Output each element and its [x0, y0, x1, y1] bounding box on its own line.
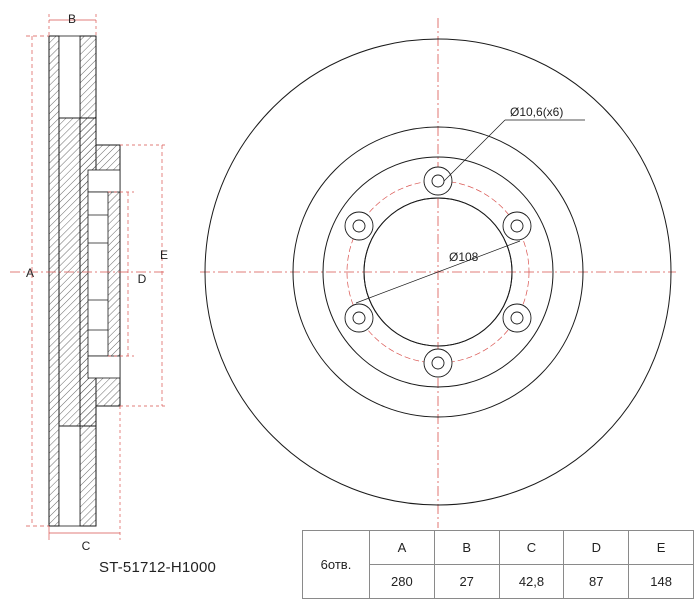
pcd-label: Ø108 — [449, 250, 479, 264]
hub-bore — [87, 191, 109, 357]
spec-value-b: 27 — [433, 564, 500, 599]
spec-header-a: A — [369, 530, 435, 565]
front-view: Ø10,6(x6) Ø108 — [200, 18, 676, 528]
spec-value-a: 280 — [369, 564, 435, 599]
dim-d-label: D — [138, 272, 147, 286]
dim-e-label: E — [160, 248, 168, 262]
dim-b-label: B — [68, 12, 76, 26]
bolt-hole-1 — [423, 166, 453, 196]
hub-step-top — [87, 169, 121, 193]
vent-channel-bottom — [58, 425, 81, 527]
section-view: B C A D E — [10, 12, 168, 553]
specs-table: 6отв. A B C D E 280 27 42,8 87 148 — [302, 530, 694, 599]
specs-header-row: 6отв. A B C D E — [302, 530, 694, 599]
bolt-hole-4 — [423, 348, 453, 378]
part-number: ST-51712-H1000 — [99, 559, 217, 576]
spec-header-c: C — [498, 530, 565, 565]
dim-c-label: C — [82, 539, 91, 553]
spec-value-e: 148 — [628, 564, 694, 599]
outer-friction-face — [48, 35, 60, 527]
hole-leader — [443, 119, 506, 182]
dim-a-label: A — [26, 266, 34, 280]
disc-outer-edge — [204, 38, 672, 506]
spec-value-c: 42,8 — [498, 564, 565, 599]
specs-value-row: 280 27 42,8 87 148 — [303, 564, 694, 599]
hat-outer-edge — [322, 156, 554, 388]
friction-ring-inner-edge — [292, 126, 584, 418]
spec-header-d: D — [563, 530, 630, 565]
bolt-hole-6 — [344, 211, 374, 241]
spec-header-b: B — [433, 530, 500, 565]
holes-count-cell: 6отв. — [302, 530, 370, 599]
vent-channel-top — [58, 35, 81, 119]
spec-header-e: E — [628, 530, 694, 565]
hole-size-label: Ø10,6(x6) — [510, 105, 563, 119]
bolt-hole-5 — [344, 303, 374, 333]
spec-value-d: 87 — [563, 564, 630, 599]
bolt-hole-3 — [502, 303, 532, 333]
hub-step-bottom — [87, 355, 121, 379]
bolt-hole-2 — [502, 211, 532, 241]
pcd-leader — [355, 240, 521, 304]
